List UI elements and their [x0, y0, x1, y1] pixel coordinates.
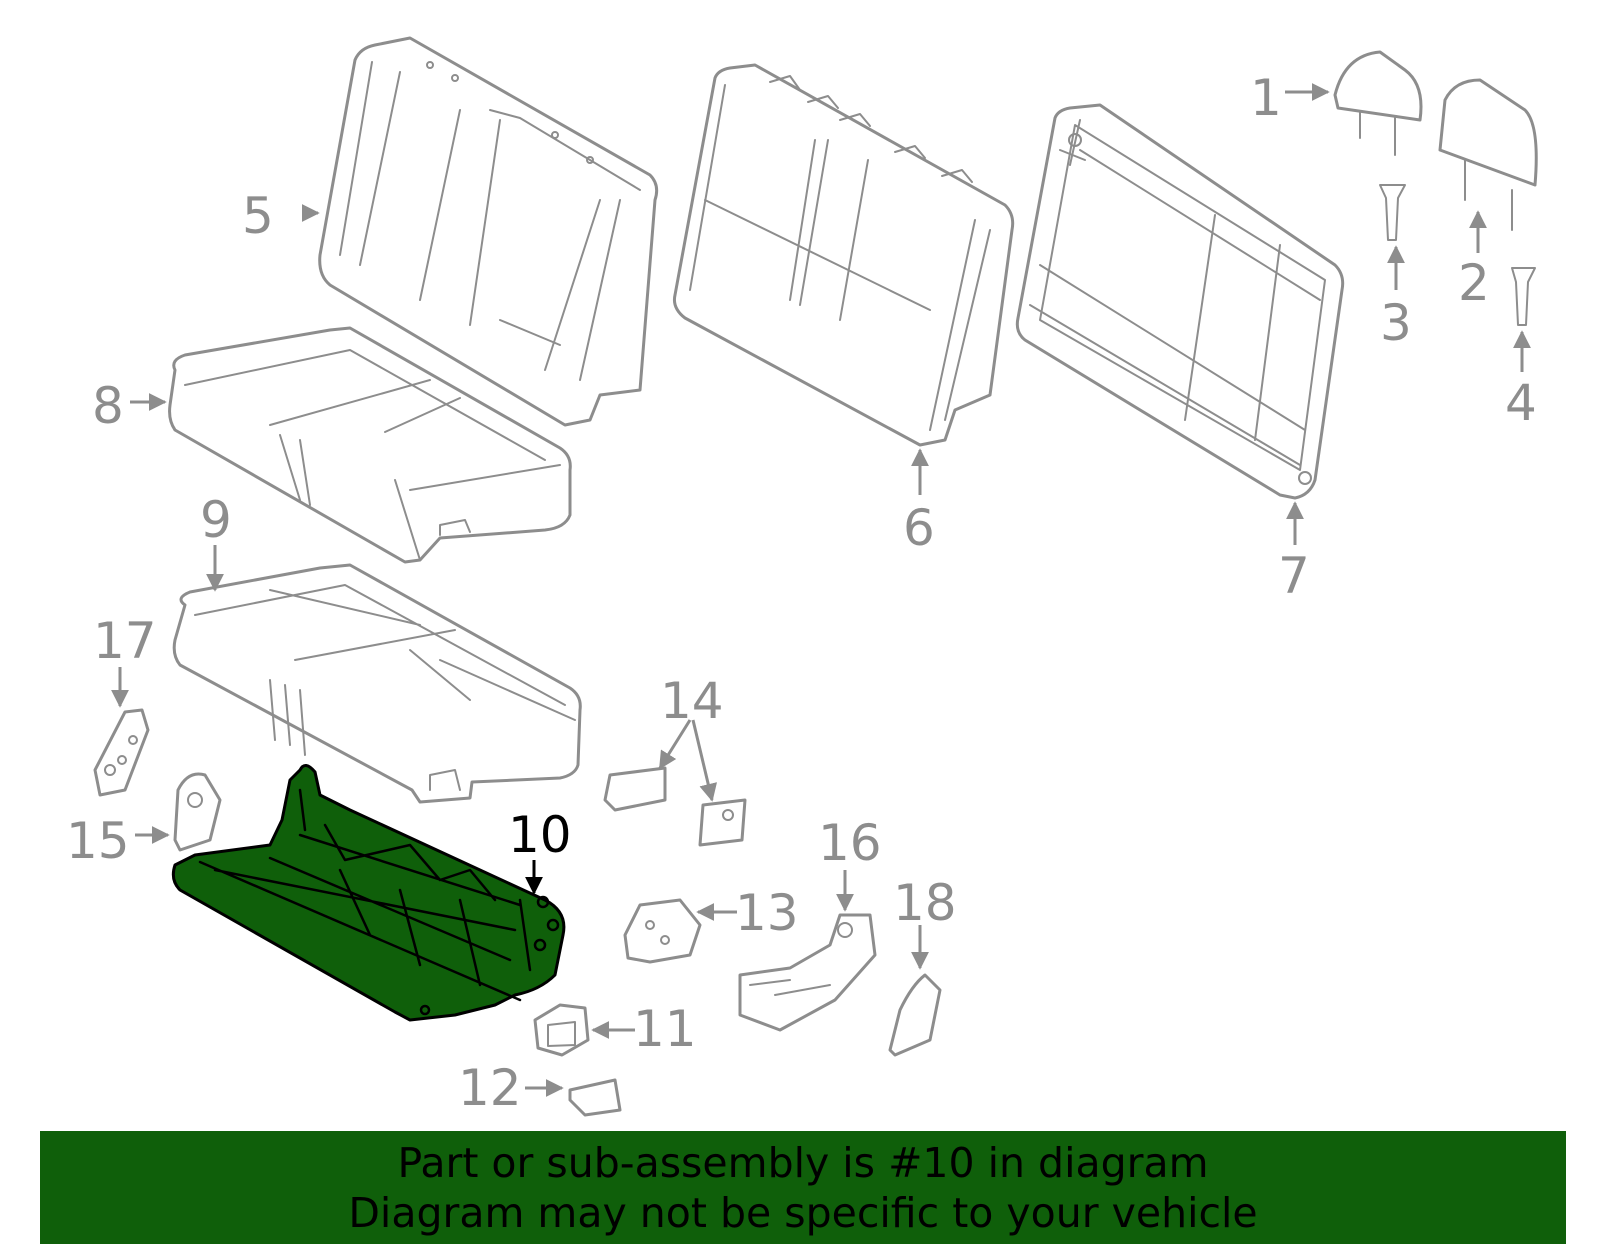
notice-banner: Part or sub-assembly is #10 in diagram D… [40, 1131, 1566, 1244]
part-5-seat-back-cover[interactable] [318, 36, 659, 427]
callout-9[interactable]: 9 [200, 491, 232, 549]
callout-12[interactable]: 12 [458, 1059, 522, 1117]
part-6-seat-back-pad[interactable] [673, 63, 1015, 447]
part-12-cover[interactable] [568, 1078, 622, 1117]
callout-17[interactable]: 17 [93, 612, 157, 670]
part-17-bracket[interactable] [93, 708, 150, 797]
part-7-seat-back-frame[interactable] [1015, 103, 1345, 500]
callout-11[interactable]: 11 [633, 1000, 697, 1058]
part-18-trim[interactable] [888, 973, 942, 1057]
callout-4[interactable]: 4 [1505, 374, 1537, 432]
part-11-latch[interactable] [533, 1003, 590, 1057]
parts-diagram: 1 2 3 4 5 6 7 8 9 10 11 12 13 14 15 16 1… [66, 36, 1538, 1117]
callout-16[interactable]: 16 [818, 814, 882, 872]
part-4-headrest-guide[interactable] [1511, 267, 1536, 326]
callout-6[interactable]: 6 [903, 499, 935, 557]
part-16-bracket[interactable] [738, 913, 877, 1032]
part-2-headrest[interactable] [1438, 78, 1538, 231]
part-15-bracket[interactable] [173, 772, 222, 852]
callout-8[interactable]: 8 [92, 377, 124, 435]
callout-10[interactable]: 10 [508, 806, 572, 864]
callout-labels: 1 2 3 4 5 6 7 8 9 10 11 12 13 14 15 16 1… [66, 69, 1537, 1117]
callout-3[interactable]: 3 [1380, 294, 1412, 352]
callout-arrows [111, 83, 1531, 1097]
part-8-seat-cushion-cover[interactable] [168, 326, 572, 564]
notice-line-1: Part or sub-assembly is #10 in diagram [397, 1138, 1209, 1187]
callout-5[interactable]: 5 [242, 187, 274, 245]
callout-13[interactable]: 13 [735, 884, 799, 942]
part-13-hinge[interactable] [623, 898, 702, 964]
notice-line-2: Diagram may not be specific to your vehi… [348, 1188, 1258, 1237]
callout-15[interactable]: 15 [66, 812, 130, 870]
callout-14[interactable]: 14 [660, 672, 724, 730]
part-3-headrest-guide[interactable] [1379, 184, 1406, 241]
callout-18[interactable]: 18 [893, 874, 957, 932]
part-9-seat-cushion-pad[interactable] [172, 563, 582, 804]
callout-1[interactable]: 1 [1250, 69, 1282, 127]
callout-2[interactable]: 2 [1458, 254, 1490, 312]
part-10-seat-frame[interactable] [171, 764, 566, 1022]
part-1-headrest[interactable] [1333, 50, 1423, 156]
part-14-trim[interactable] [603, 766, 747, 847]
callout-7[interactable]: 7 [1278, 547, 1310, 605]
